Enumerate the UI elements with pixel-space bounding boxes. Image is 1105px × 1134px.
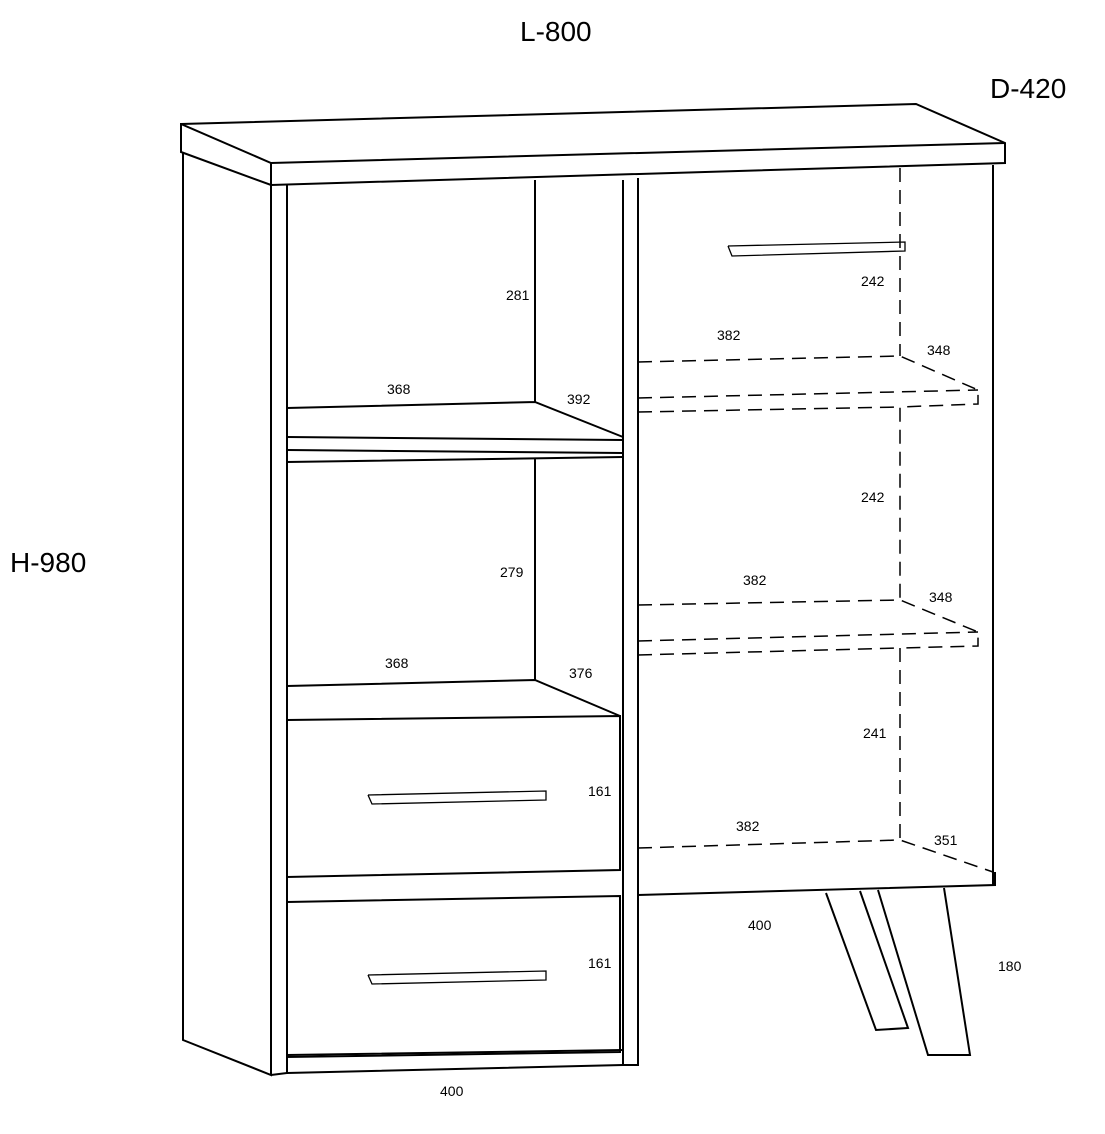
dim-left-shelf1-width: 368: [387, 381, 411, 397]
dim-right-bottom-width: 382: [736, 818, 760, 834]
height-label: H-980: [10, 547, 86, 578]
drawer-2-handle: [367, 970, 547, 985]
dim-right-shelf1-width: 382: [717, 327, 741, 343]
dim-right-top-height: 242: [861, 273, 885, 289]
drawer-1: [286, 714, 621, 879]
dim-left-shelf2-depth: 376: [569, 665, 593, 681]
dim-leg-height: 180: [998, 958, 1022, 974]
dim-right-shelf2-width: 382: [743, 572, 767, 588]
depth-label: D-420: [990, 73, 1066, 104]
dim-left-top-height: 281: [506, 287, 530, 303]
dim-right-lower-height: 241: [863, 725, 887, 741]
dim-drawer1-height: 161: [588, 783, 612, 799]
dim-left-shelf2-width: 368: [385, 655, 409, 671]
length-label: L-800: [520, 16, 592, 47]
dim-right-shelf1-depth: 348: [927, 342, 951, 358]
dim-drawer2-height: 161: [588, 955, 612, 971]
drawer-1-handle: [367, 790, 547, 805]
dim-right-section-width: 400: [748, 917, 772, 933]
dim-left-bottom-width: 400: [440, 1083, 464, 1099]
drawer-2: [286, 894, 621, 1059]
dim-right-bottom-depth: 351: [934, 832, 958, 848]
door-handle: [727, 241, 906, 257]
dim-right-shelf2-depth: 348: [929, 589, 953, 605]
dim-right-middle-height: 242: [861, 489, 885, 505]
cabinet-outline: [180, 102, 1006, 1077]
dim-left-shelf1-depth: 392: [567, 391, 591, 407]
dim-left-middle-height: 279: [500, 564, 524, 580]
